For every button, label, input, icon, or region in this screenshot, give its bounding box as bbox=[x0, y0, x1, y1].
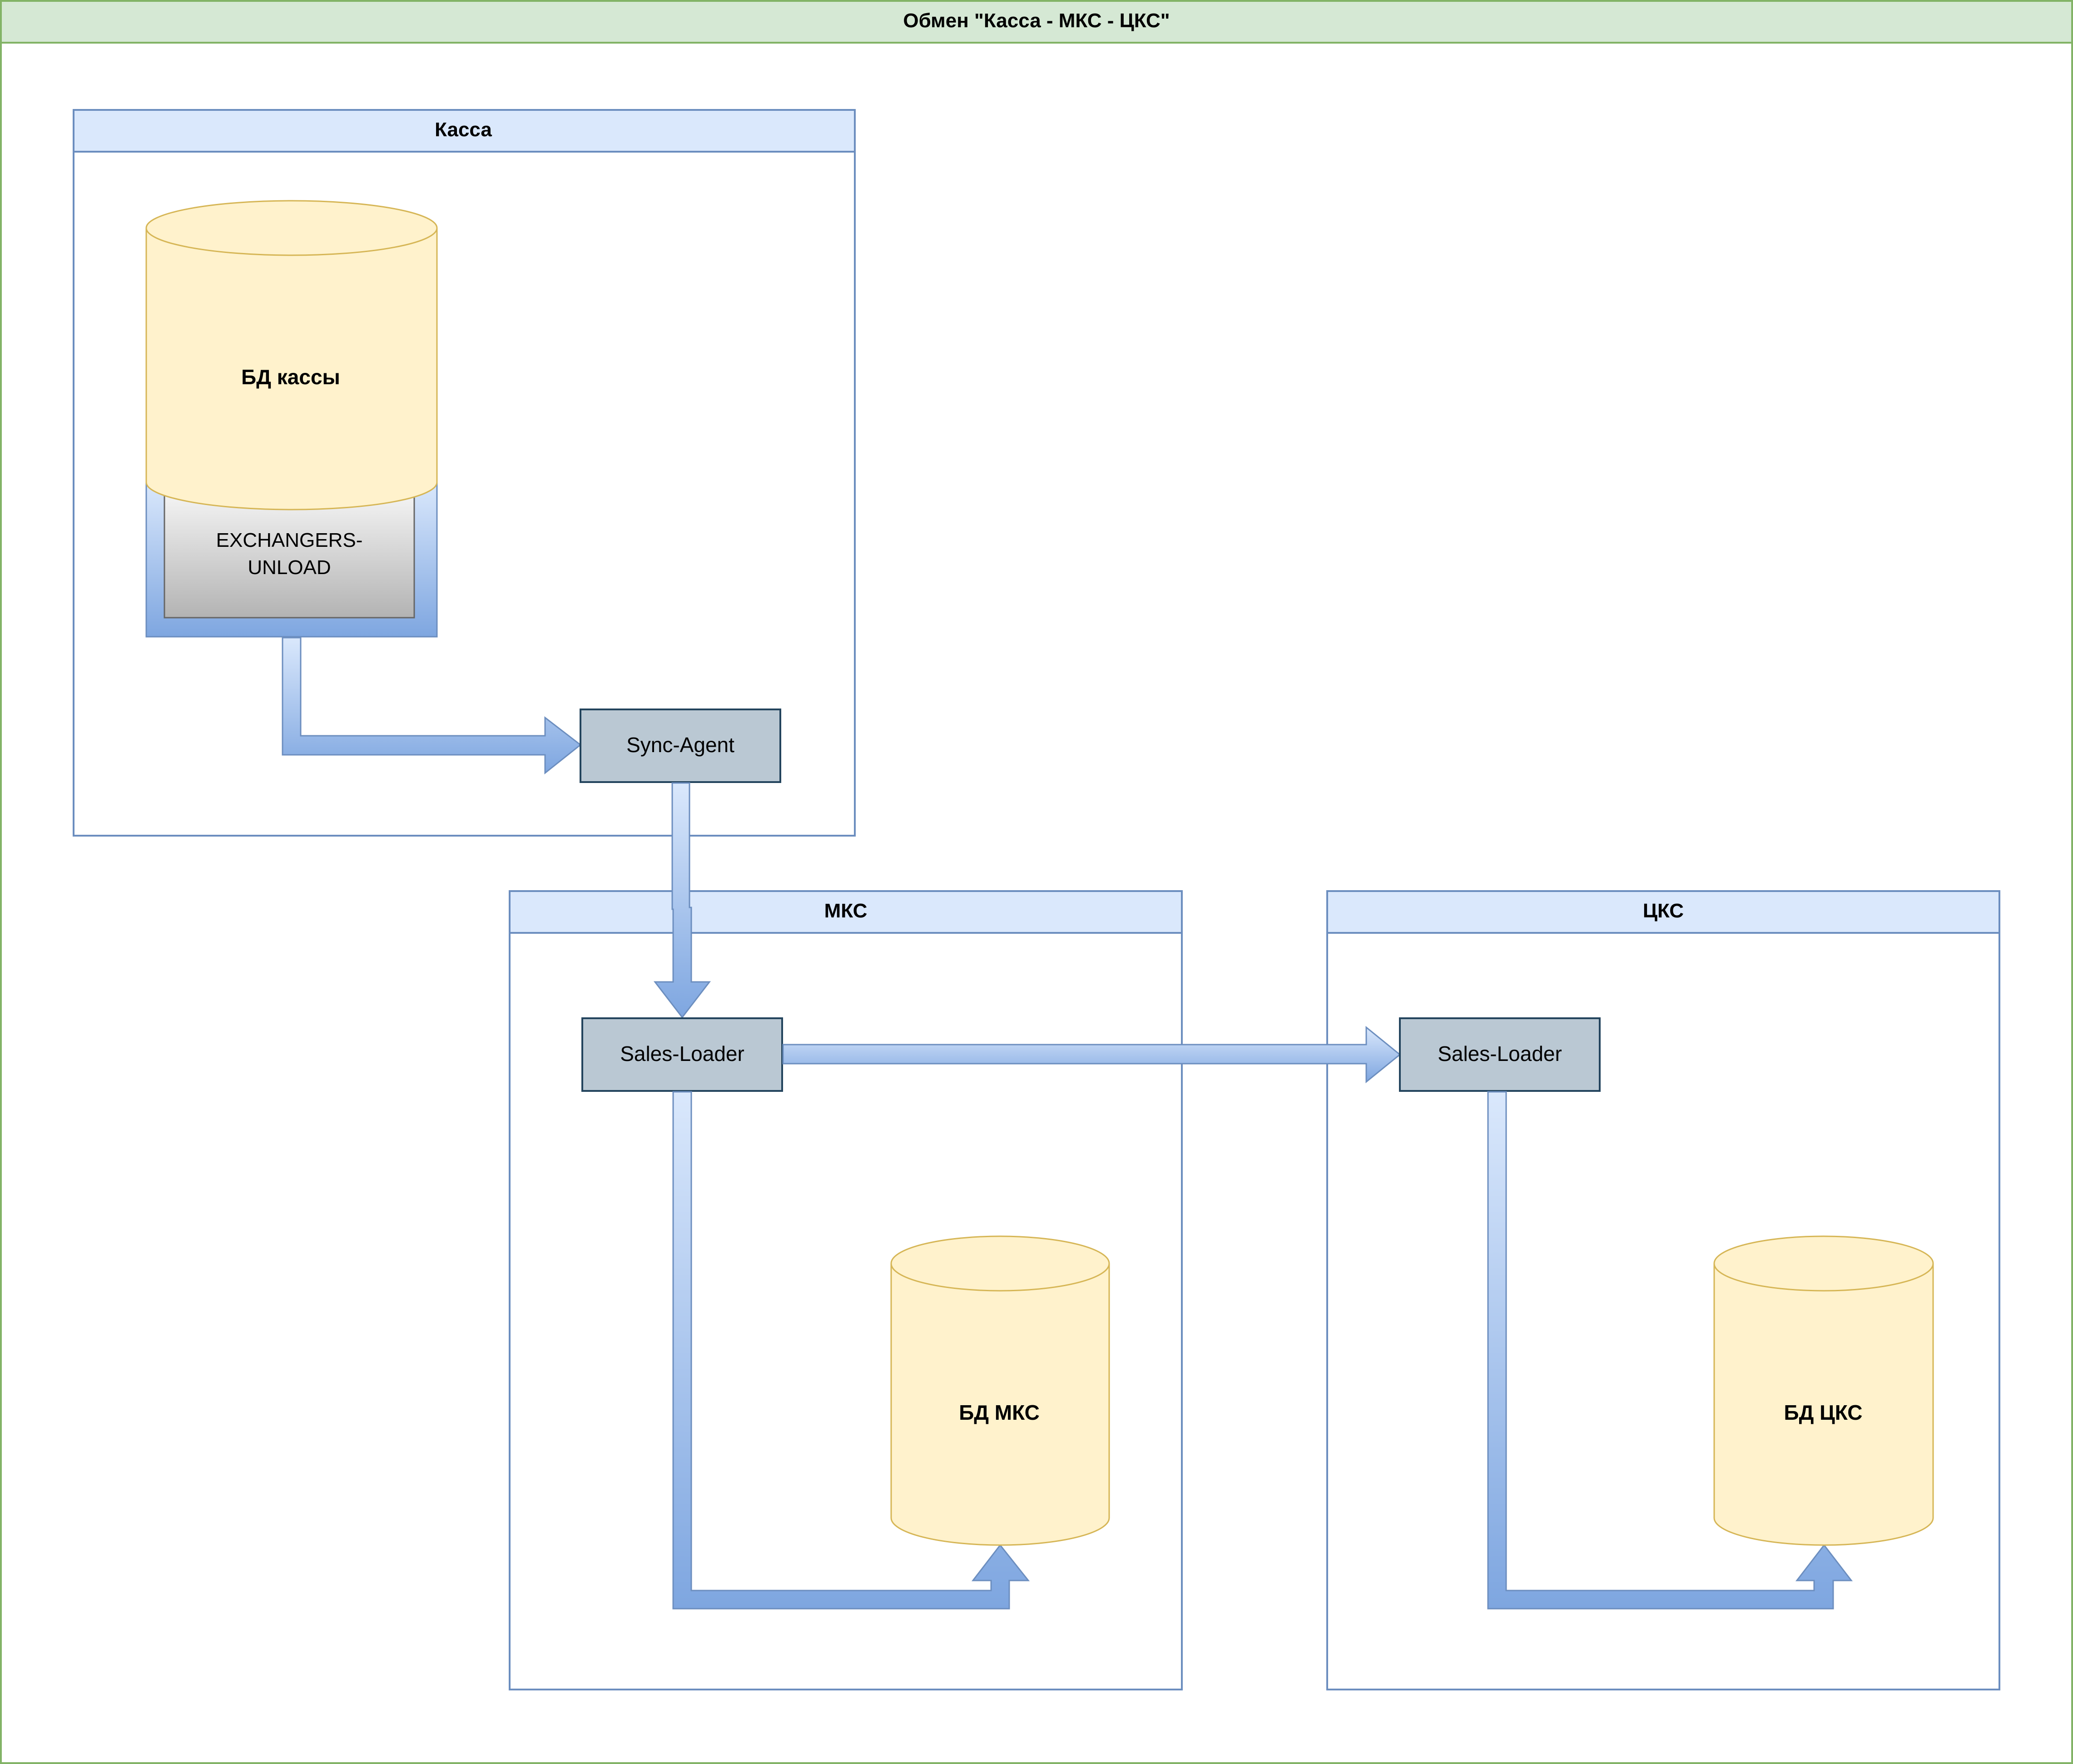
mks-sales-loader-label: Sales-Loader bbox=[620, 1042, 744, 1065]
arrow-cks-loader-to-cks-db bbox=[1487, 1091, 1853, 1610]
sync-agent-label: Sync-Agent bbox=[626, 733, 734, 757]
cks-sales-loader-label: Sales-Loader bbox=[1438, 1042, 1562, 1065]
cks-db-body bbox=[1713, 1235, 1934, 1546]
sync-agent-rect bbox=[580, 709, 781, 783]
mks-db-body bbox=[890, 1235, 1110, 1546]
exchangers-unload-label-1: EXCHANGERS- bbox=[216, 529, 363, 551]
pool-mks-title: МКС bbox=[824, 900, 868, 922]
kassa-db-label: БД кассы bbox=[241, 365, 340, 389]
diagram-title: Обмен "Касса - МКС - ЦКС" bbox=[903, 10, 1170, 32]
exchangers-unload-box[interactable] bbox=[164, 491, 415, 619]
mks-db-rim bbox=[890, 1263, 1110, 1292]
arrow-mks-loader-to-mks-db bbox=[672, 1091, 1030, 1610]
cks-sales-loader-box[interactable]: Sales-Loader bbox=[1399, 1017, 1601, 1092]
mks-sales-loader-rect bbox=[581, 1017, 783, 1092]
pool-mks-header bbox=[509, 890, 1183, 934]
kassa-db-cylinder[interactable]: БД кассы bbox=[145, 200, 438, 510]
arrow-sync-agent-to-mks-loader bbox=[653, 782, 711, 1019]
mks-sales-loader-box[interactable]: Sales-Loader bbox=[581, 1017, 783, 1092]
outer-header bbox=[0, 0, 2073, 44]
mks-db-label: БД МКС bbox=[959, 1401, 1040, 1424]
pool-kassa-header bbox=[73, 109, 856, 153]
kassa-db-body bbox=[145, 200, 438, 510]
cks-sales-loader-rect bbox=[1399, 1017, 1601, 1092]
pool-cks-title: ЦКС bbox=[1643, 900, 1684, 922]
mks-db-cylinder[interactable]: БД МКС bbox=[890, 1235, 1110, 1546]
pool-kassa-title: Касса bbox=[435, 119, 492, 141]
sync-agent-box[interactable]: Sync-Agent bbox=[580, 709, 781, 783]
arrow-mks-loader-to-cks-loader bbox=[782, 1026, 1401, 1084]
cks-db-cylinder[interactable]: БД ЦКС bbox=[1713, 1235, 1934, 1546]
arrow-exchangers-to-sync-agent bbox=[282, 637, 582, 775]
cks-db-rim bbox=[1713, 1263, 1934, 1292]
kassa-db-rim bbox=[145, 228, 438, 256]
kassa-db-group: EXCHANGERS- UNLOAD БД кассы bbox=[145, 200, 438, 638]
cks-db-label: БД ЦКС bbox=[1784, 1401, 1863, 1424]
pool-cks-header bbox=[1326, 890, 2000, 934]
exchangers-unload-label-2: UNLOAD bbox=[248, 556, 331, 579]
